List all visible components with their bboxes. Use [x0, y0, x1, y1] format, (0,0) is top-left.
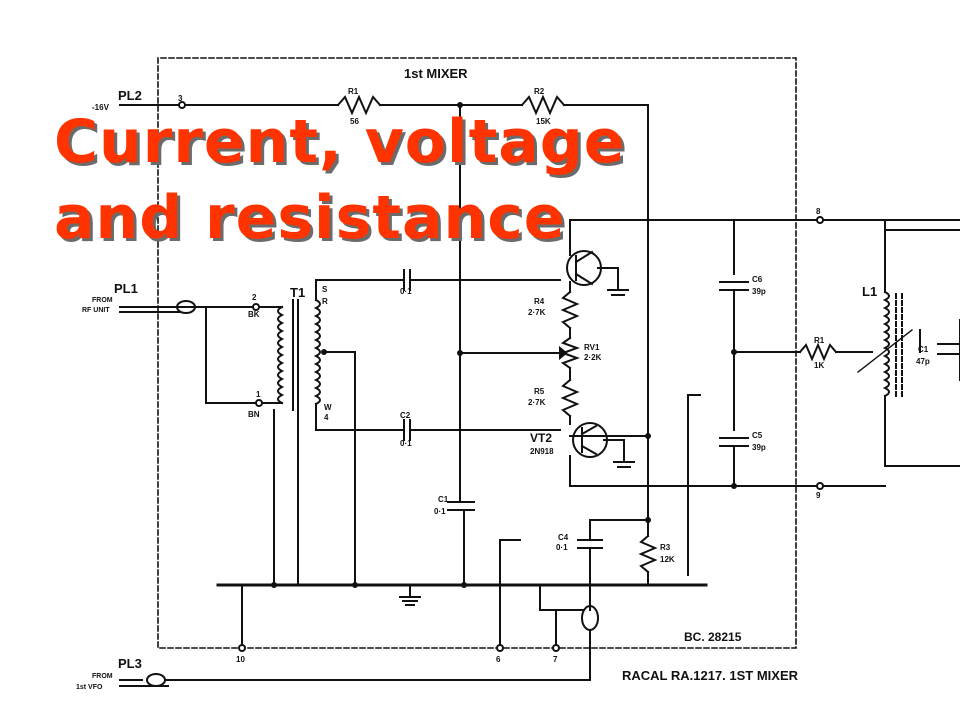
slide-title: Current, voltage and resistance — [54, 104, 625, 256]
c1-label: C1 — [438, 495, 449, 504]
connector-pl3-from: FROM — [92, 673, 113, 680]
r1-right-value: 1K — [814, 361, 824, 370]
transformer-primary — [277, 305, 285, 405]
connector-pl2-label: PL2 — [118, 88, 142, 103]
wire-label-r: R — [322, 297, 328, 306]
r1-right-label: R1 — [814, 336, 825, 345]
enclosure-outline — [157, 57, 797, 649]
wire-label-bk: BK — [248, 310, 260, 319]
c6-label: C6 — [752, 275, 763, 284]
resistor-r3 — [638, 534, 658, 574]
l1-label: L1 — [862, 284, 877, 299]
ground-bus — [216, 539, 708, 649]
input-transformer — [119, 269, 561, 586]
wire-label-bn: BN — [248, 410, 260, 419]
transistor-stage — [447, 250, 658, 681]
r4-label: R4 — [534, 297, 545, 306]
rv1-value: 2·2K — [584, 353, 602, 362]
slide-title-line-2: and resistance — [54, 183, 566, 253]
r1-top-value: 56 — [350, 117, 359, 126]
pin-label: 10 — [236, 655, 245, 664]
t1-label: T1 — [290, 285, 305, 300]
vfo-input — [119, 644, 591, 687]
pin-label: 6 — [496, 655, 501, 664]
connector-pl3-label: PL3 — [118, 656, 142, 671]
pin-label: 7 — [553, 655, 558, 664]
supply-rail — [119, 94, 649, 521]
c5-value: 39p — [752, 443, 766, 452]
c2-value: 0·1 — [400, 439, 412, 448]
pin-label: 2 — [252, 293, 257, 302]
resistor-r1-right — [798, 342, 838, 362]
c6-value: 39p — [752, 287, 766, 296]
wire-label-w: W — [324, 403, 332, 412]
c4-value: 0·1 — [556, 543, 568, 552]
r1-top-label: R1 — [348, 87, 359, 96]
output-bus — [569, 216, 960, 576]
wire-label-s: S — [322, 285, 328, 294]
vt2-type: 2N918 — [530, 447, 554, 456]
r2-top-label: R2 — [534, 87, 545, 96]
vt2-label: VT2 — [530, 431, 552, 445]
transformer-secondary — [313, 298, 321, 406]
mixer-heading: 1st MIXER — [404, 66, 468, 81]
resistor-r4 — [560, 290, 580, 330]
connector-pl2-voltage: -16V — [92, 103, 110, 112]
r4-value: 2·7K — [528, 308, 546, 317]
c5-label: C5 — [752, 431, 763, 440]
schematic-caption: RACAL RA.1217. 1ST MIXER — [622, 668, 799, 683]
pin-label: 1 — [256, 390, 261, 399]
slide-title-line-1: Current, voltage — [54, 107, 626, 177]
r5-label: R5 — [534, 387, 545, 396]
wire-label-4: 4 — [324, 413, 329, 422]
connector-pl1-source: RF UNIT — [82, 307, 110, 314]
c3-value: 0·1 — [400, 287, 412, 296]
drawing-number: BC. 28215 — [684, 630, 742, 644]
resistor-r1-top — [336, 94, 382, 116]
c1-value: 0·1 — [434, 507, 446, 516]
r3-label: R3 — [660, 543, 671, 552]
resistor-r5 — [560, 378, 580, 418]
junction-dots — [271, 102, 737, 588]
c2-label: C2 — [400, 411, 411, 420]
inductor-l1 — [882, 290, 890, 398]
pin-label: 8 — [816, 207, 821, 216]
pin-label: 9 — [816, 491, 821, 500]
connector-pl3-source: 1st VFO — [76, 684, 103, 691]
r2-top-value: 15K — [536, 117, 551, 126]
r3-value: 12K — [660, 555, 675, 564]
pin-label: 3 — [178, 94, 183, 103]
c4-label: C4 — [558, 533, 569, 542]
c1-right-value: 47p — [916, 357, 930, 366]
connector-pl1-from: FROM — [92, 297, 113, 304]
r5-value: 2·7K — [528, 398, 546, 407]
transistor-vt2 — [572, 422, 608, 458]
connector-pl1-label: PL1 — [114, 281, 138, 296]
resistor-r2-top — [520, 94, 566, 116]
c1-right-label: C1 — [918, 345, 929, 354]
rv1-label: RV1 — [584, 343, 600, 352]
